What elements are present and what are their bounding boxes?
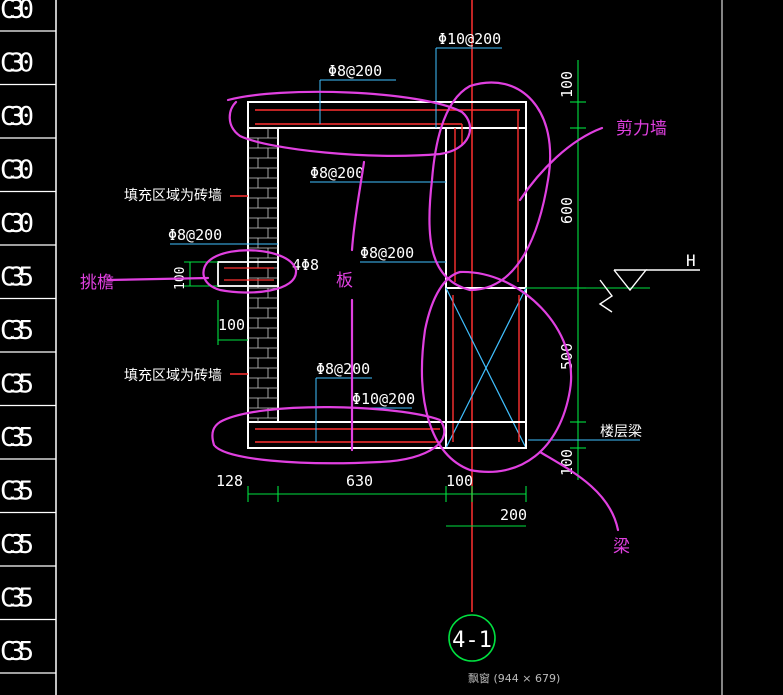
image-caption: 飘窗 (944 × 679)	[468, 672, 561, 685]
leaders	[170, 47, 640, 442]
annotation-beam: 梁	[613, 537, 630, 557]
grade-label: C30	[0, 49, 34, 79]
grade-label: C35	[0, 637, 34, 667]
beam	[445, 287, 527, 449]
grade-label: C30	[0, 209, 34, 239]
annotation-shear-wall: 剪力墙	[616, 119, 667, 139]
rebar-label-bot-slab: Φ8@200	[316, 360, 370, 378]
rebar-label-top: Φ10@200	[438, 30, 501, 48]
grid-axis-label: 4-1	[452, 628, 492, 653]
fill-wall-label-2: 填充区域为砖墙	[124, 368, 222, 384]
rebar-label-bot: Φ10@200	[352, 390, 415, 408]
brick-wall	[247, 127, 279, 423]
dim-100-eave: 100	[218, 316, 245, 334]
dim-128: 128	[216, 472, 243, 490]
grade-label: C35	[0, 477, 34, 507]
annotation-slab: 板	[336, 271, 353, 291]
level-symbol	[598, 269, 700, 313]
grade-label: C30	[0, 0, 34, 25]
top-slab	[247, 101, 527, 129]
dimensions	[184, 60, 650, 527]
grade-label: C30	[0, 102, 34, 132]
dim-100-top: 100	[558, 71, 576, 98]
grade-label: C30	[0, 156, 34, 186]
fill-wall-label-1: 填充区域为砖墙	[124, 188, 222, 204]
dim-500: 500	[558, 343, 576, 370]
grid-axis-bubble	[448, 614, 496, 662]
markup	[106, 81, 620, 532]
eave	[217, 261, 279, 287]
dim-600: 600	[558, 197, 576, 224]
grade-label: C35	[0, 316, 34, 346]
rebar-label-mid: Φ8@200	[310, 164, 364, 182]
grade-label: C35	[0, 370, 34, 400]
grade-label: C35	[0, 530, 34, 560]
level-label: H	[686, 251, 696, 270]
bottom-slab	[247, 421, 527, 449]
grade-label: C35	[0, 263, 34, 293]
grade-label: C35	[0, 423, 34, 453]
rebar-label-topslab: Φ8@200	[328, 62, 382, 80]
rebar-label-eave: Φ8@200	[168, 226, 222, 244]
grade-label: C35	[0, 584, 34, 614]
shear-wall	[445, 102, 527, 288]
dim-100: 100	[446, 472, 473, 490]
eave-bars-label: 4Φ8	[292, 256, 319, 274]
dim-100-bot: 100	[558, 449, 576, 476]
rebar-label-mid2: Φ8@200	[360, 244, 414, 262]
floor-beam-label: 楼层梁	[600, 424, 642, 440]
annotation-eave: 挑檐	[80, 273, 114, 293]
dim-200: 200	[500, 506, 527, 524]
dim-630: 630	[346, 472, 373, 490]
